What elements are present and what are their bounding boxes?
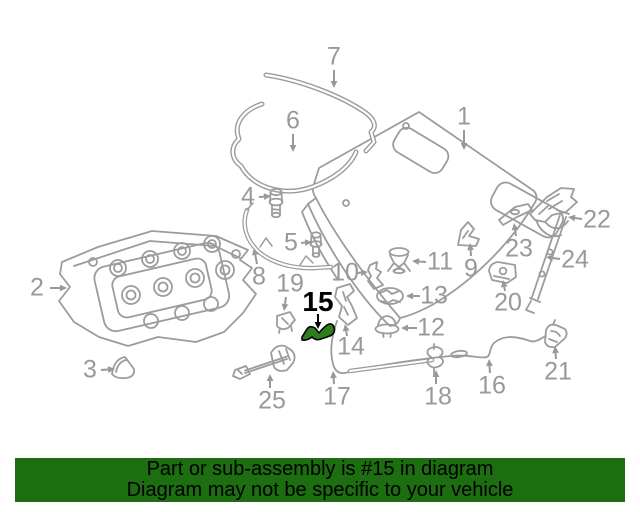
callout-20-arrow (503, 286, 506, 292)
callout-14-label: 14 (337, 332, 365, 361)
info-banner: Part or sub-assembly is #15 in diagram D… (15, 458, 625, 502)
part-7-weatherstrip (263, 72, 377, 154)
callout-23-arrow (511, 223, 519, 231)
callout-1-arrow (460, 143, 468, 150)
callout-14-arrow (342, 324, 350, 332)
callout-17-arrow (330, 371, 337, 379)
part-15-shape (301, 323, 336, 341)
callout-4-arrow (263, 193, 271, 200)
callout-25-label: 25 (258, 386, 286, 415)
callout-19-label: 19 (276, 269, 304, 298)
callout-9-arrow (467, 243, 474, 251)
callout-23-arrow (514, 229, 517, 237)
callout-7-arrow (330, 81, 338, 88)
callout-8-arrow (251, 248, 259, 256)
callout-19-arrow (284, 296, 287, 305)
callout-3-label: 3 (83, 355, 97, 384)
part-22-hood-hinge (529, 187, 578, 238)
callout-20-label: 20 (494, 288, 522, 317)
callout-25-arrow (266, 374, 274, 381)
part-13-grommet (376, 287, 404, 305)
callout-17-label: 17 (323, 382, 351, 411)
callout-22-arrow (574, 216, 583, 220)
callout-16-arrow (488, 365, 491, 374)
callout-23-label: 23 (505, 234, 533, 263)
callout-14-arrow (345, 330, 348, 337)
callout-21-arrow (552, 346, 559, 354)
callout-18-label: 18 (424, 382, 452, 411)
callout-6-arrow (289, 145, 297, 152)
callout-9-label: 9 (464, 254, 478, 283)
part-10-clip (367, 261, 384, 290)
callout-13-arrow (406, 292, 413, 300)
callout-16-label: 16 (478, 371, 506, 400)
banner-line-1: Part or sub-assembly is #15 in diagram (146, 458, 494, 480)
part-11-clip (387, 247, 411, 275)
part-23-bracket (498, 203, 533, 226)
callout-13-label: 13 (420, 281, 448, 310)
callout-4-label: 4 (241, 182, 255, 211)
callout-8-label: 8 (252, 262, 266, 291)
callout-22-label: 22 (583, 205, 611, 234)
callout-24-arrow (552, 257, 561, 260)
callout-1-label: 1 (457, 102, 471, 131)
callout-11-label: 11 (427, 247, 453, 276)
part-21-cable-end-clip (544, 319, 568, 349)
callout-16-arrow (486, 359, 493, 367)
part-20-bracket (488, 261, 517, 284)
callout-5-arrow (304, 239, 312, 247)
callout-5-label: 5 (284, 228, 298, 257)
callout-18-arrow (432, 370, 440, 377)
callout-6-label: 6 (286, 106, 300, 135)
callout-19-arrow (281, 303, 289, 311)
callout-24-arrow (546, 254, 554, 262)
part-15-highlighted-bracket (301, 323, 336, 341)
banner-line-2: Diagram may not be specific to your vehi… (126, 479, 514, 501)
callout-22-arrow (568, 214, 576, 222)
part-19-clip (276, 311, 296, 334)
callout-21-label: 21 (544, 357, 572, 386)
callout-2-arrow (60, 284, 67, 292)
part-6-hood-seal (230, 101, 359, 194)
part-1-hood-panel (301, 111, 564, 327)
part-9-bracket (457, 221, 480, 247)
callout-12-arrow (401, 324, 408, 332)
callout-15-label-highlighted: 15 (302, 286, 334, 317)
callout-7-label: 7 (327, 42, 341, 71)
part-14-hood-latch (334, 283, 358, 326)
callout-10-label: 10 (331, 258, 359, 287)
callout-24-label: 24 (561, 245, 589, 274)
part-2-insulator-pad (58, 230, 257, 347)
part-4-bolt (268, 187, 284, 219)
callout-12-label: 12 (417, 313, 445, 342)
part-16-17-release-cable (330, 320, 547, 375)
callout-2-label: 2 (30, 273, 44, 302)
part-18-cable-grommet (426, 343, 444, 376)
callout-11-arrow (418, 260, 427, 263)
callout-10-arrow (360, 269, 368, 277)
callout-3-arrow (107, 366, 115, 373)
callout-3-arrow (100, 368, 109, 371)
part-12-grommet (374, 315, 400, 338)
part-3-clip (111, 356, 135, 380)
callout-15-arrow (314, 322, 322, 329)
part-25-rod (232, 344, 296, 380)
callout-20-arrow (500, 280, 508, 288)
callout-8-arrow (254, 254, 258, 265)
part-8-front-seal (242, 202, 334, 271)
callout-11-arrow (412, 258, 420, 265)
